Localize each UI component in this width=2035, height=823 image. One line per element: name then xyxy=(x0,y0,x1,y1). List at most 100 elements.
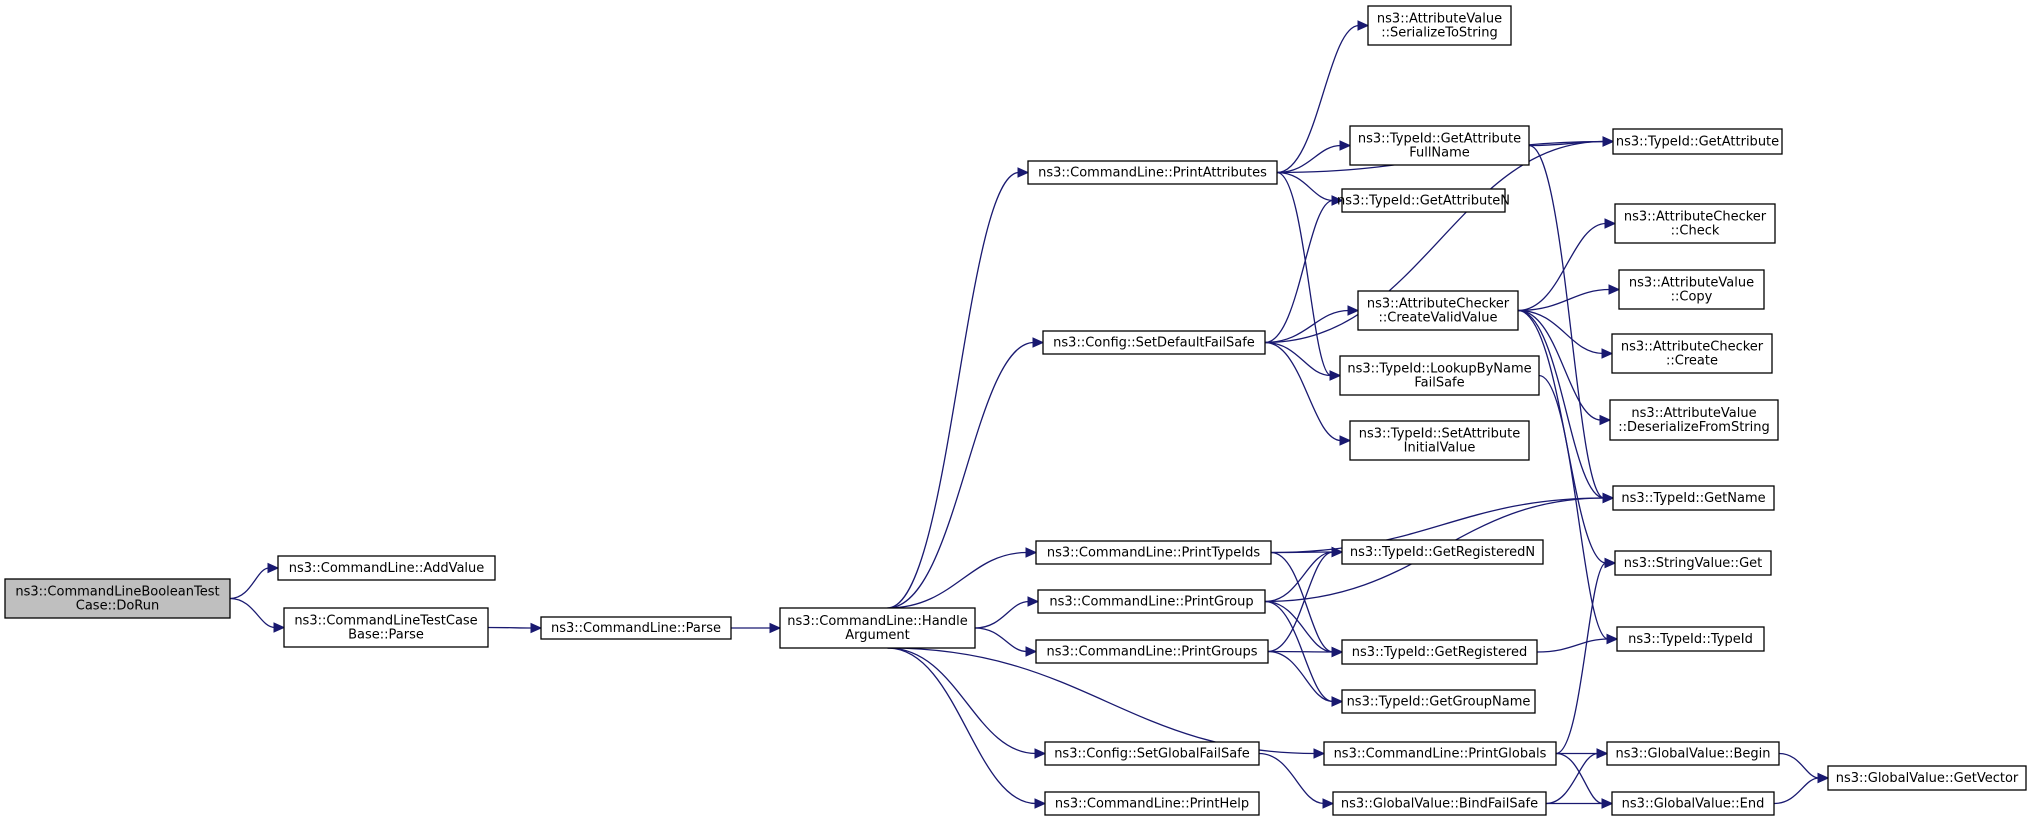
edge-handlearg-to-printattrs xyxy=(887,171,1020,609)
node-label: ns3::CommandLine::Handle xyxy=(787,614,968,629)
edge-printgroups-to-getgroup xyxy=(1267,650,1334,703)
node-printgroups[interactable]: ns3::CommandLine::PrintGroups xyxy=(1035,639,1269,664)
node-label: ns3::TypeId::GetName xyxy=(1621,491,1765,506)
node-box xyxy=(1611,333,1773,374)
edge-createvalid-to-copy xyxy=(1517,288,1611,312)
edge-printattrs-to-getattrn xyxy=(1276,171,1334,202)
node-box xyxy=(1349,420,1530,461)
node-label: ns3::CommandLineTestCase xyxy=(294,614,477,629)
node-label: ::Check xyxy=(1671,224,1720,239)
edge-getreg-to-typeid xyxy=(1536,638,1609,653)
node-gvbegin[interactable]: ns3::GlobalValue::Begin xyxy=(1606,741,1780,766)
node-box xyxy=(1616,626,1765,652)
node-box xyxy=(1035,540,1272,565)
node-addvalue[interactable]: ns3::CommandLine::AddValue xyxy=(277,555,496,581)
node-getgroup[interactable]: ns3::TypeId::GetGroupName xyxy=(1341,689,1536,714)
arrowhead xyxy=(1017,167,1030,178)
node-box xyxy=(1612,128,1783,155)
node-box xyxy=(283,607,489,648)
arrowhead xyxy=(1601,348,1614,359)
node-gvvec[interactable]: ns3::GlobalValue::GetVector xyxy=(1827,765,2027,791)
edge-handlearg-to-setglobal xyxy=(887,647,1037,755)
arrowhead xyxy=(273,622,286,633)
node-box xyxy=(1827,765,2027,791)
edge-handlearg-to-printgroups xyxy=(974,627,1028,653)
node-box xyxy=(1339,355,1540,396)
node-getreg[interactable]: ns3::TypeId::GetRegistered xyxy=(1341,639,1538,665)
node-gvend[interactable]: ns3::GlobalValue::End xyxy=(1611,791,1775,816)
node-printglobals[interactable]: ns3::CommandLine::PrintGlobals xyxy=(1323,741,1557,766)
edge-createvalid-to-strget xyxy=(1517,309,1607,564)
node-label: ns3::AttributeValue xyxy=(1631,406,1756,421)
node-typeid[interactable]: ns3::TypeId::TypeId xyxy=(1616,626,1765,652)
arrowhead xyxy=(1604,218,1617,229)
node-strget[interactable]: ns3::StringValue::Get xyxy=(1614,550,1772,576)
node-label: Base::Parse xyxy=(348,628,424,643)
node-check[interactable]: ns3::AttributeChecker::Check xyxy=(1614,203,1776,244)
node-createvalid[interactable]: ns3::AttributeChecker::CreateValidValue xyxy=(1357,290,1519,331)
node-box xyxy=(540,616,732,640)
node-serialize[interactable]: ns3::AttributeValue::SerializeToString xyxy=(1367,5,1512,46)
edge-createvalid-to-check xyxy=(1517,222,1607,312)
node-label: ::SerializeToString xyxy=(1381,26,1497,41)
arrowhead xyxy=(1025,547,1038,558)
node-label: ns3::TypeId::GetAttribute xyxy=(1358,132,1521,147)
node-copy[interactable]: ns3::AttributeValue::Copy xyxy=(1618,269,1765,310)
edge-createvalid-to-create xyxy=(1517,309,1604,355)
node-parse[interactable]: ns3::CommandLine::Parse xyxy=(540,616,732,640)
node-box xyxy=(1341,188,1506,213)
node-box xyxy=(1044,741,1260,766)
edge-bindfs-to-gvbegin xyxy=(1545,752,1599,805)
node-box xyxy=(4,578,231,619)
arrowhead xyxy=(1606,633,1619,645)
node-create[interactable]: ns3::AttributeChecker::Create xyxy=(1611,333,1773,374)
arrowhead xyxy=(1032,337,1045,348)
node-getname[interactable]: ns3::TypeId::GetName xyxy=(1612,485,1775,511)
node-label: ns3::TypeId::GetAttributeN xyxy=(1337,194,1510,209)
node-printattrs[interactable]: ns3::CommandLine::PrintAttributes xyxy=(1027,160,1278,185)
edge-handlearg-to-printhelp xyxy=(887,647,1037,805)
arrowhead xyxy=(1817,772,1830,784)
node-setglobal[interactable]: ns3::Config::SetGlobalFailSafe xyxy=(1044,741,1260,766)
node-getregn[interactable]: ns3::TypeId::GetRegisteredN xyxy=(1341,539,1544,565)
node-bindfs[interactable]: ns3::GlobalValue::BindFailSafe xyxy=(1332,791,1547,816)
node-label: ns3::StringValue::Get xyxy=(1624,556,1762,571)
node-deser[interactable]: ns3::AttributeValue::DeserializeFromStri… xyxy=(1609,399,1779,441)
nodes-layer: ns3::CommandLineBooleanTestCase::DoRunns… xyxy=(4,5,2027,816)
node-label: ns3::TypeId::TypeId xyxy=(1628,632,1753,647)
edge-handlearg-to-printgroup xyxy=(974,600,1030,629)
arrowhead xyxy=(1034,748,1047,759)
node-printhelp[interactable]: ns3::CommandLine::PrintHelp xyxy=(1044,791,1260,816)
node-printtypeids[interactable]: ns3::CommandLine::PrintTypeIds xyxy=(1035,540,1272,565)
node-setdefault[interactable]: ns3::Config::SetDefaultFailSafe xyxy=(1042,330,1266,355)
edge-createvalid-to-deser xyxy=(1517,309,1602,421)
node-box xyxy=(1341,639,1538,665)
edge-printtypeids-to-getname xyxy=(1270,497,1605,554)
node-getattrn[interactable]: ns3::TypeId::GetAttributeN xyxy=(1337,188,1510,213)
edge-printattrs-to-getattrfull xyxy=(1276,144,1342,174)
node-box xyxy=(1606,741,1780,766)
arrowhead xyxy=(1339,140,1352,151)
node-box xyxy=(277,555,496,581)
node-label: ns3::CommandLine::AddValue xyxy=(289,561,485,576)
node-box xyxy=(1357,290,1519,331)
node-printgroup[interactable]: ns3::CommandLine::PrintGroup xyxy=(1037,589,1266,614)
node-box xyxy=(1612,485,1775,511)
node-getattr[interactable]: ns3::TypeId::GetAttribute xyxy=(1612,128,1783,155)
node-label: ns3::TypeId::SetAttribute xyxy=(1359,427,1521,442)
node-label: ns3::CommandLine::PrintGroups xyxy=(1047,645,1258,660)
node-label: ns3::GlobalValue::GetVector xyxy=(1836,771,2019,786)
arrowhead xyxy=(1027,596,1040,607)
node-box xyxy=(1323,741,1557,766)
arrowhead xyxy=(1313,748,1326,759)
node-box xyxy=(779,607,976,649)
edge-setdefault-to-createvalid xyxy=(1264,309,1350,344)
node-box xyxy=(1614,550,1772,576)
